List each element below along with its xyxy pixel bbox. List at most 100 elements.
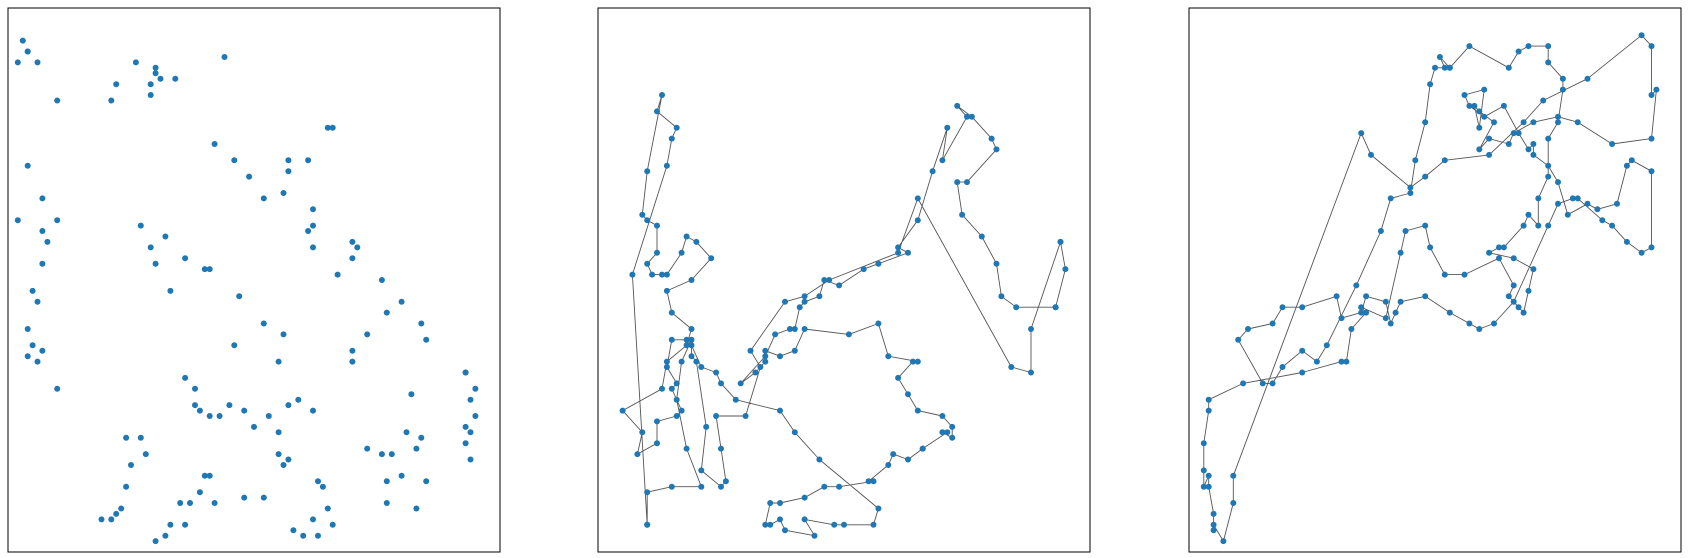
panel-tour-initial-point	[895, 249, 902, 256]
panel-tour-optimized-point	[1432, 64, 1438, 71]
panel-tour-optimized-point	[1584, 75, 1591, 82]
panel-tour-optimized-frame	[1188, 7, 1682, 553]
panel-scatter-point	[398, 472, 405, 479]
panel-tour-optimized-point	[1505, 64, 1512, 71]
panel-tour-initial-point	[659, 385, 665, 392]
panel-tour-optimized-point	[1471, 102, 1478, 109]
panel-tour-initial-point	[959, 211, 966, 218]
panel-tour-initial-point	[865, 478, 872, 485]
panel-scatter-point	[349, 238, 356, 245]
panel-tour-optimized-point	[1402, 228, 1409, 234]
panel-tour-optimized-point	[1638, 249, 1645, 256]
panel-tour-optimized-point	[1555, 179, 1561, 186]
panel-tour-optimized-point	[1466, 102, 1473, 109]
panel-tour-optimized-point	[1446, 309, 1453, 316]
panel-tour-optimized-point	[1574, 119, 1581, 126]
panel-tour-initial-point	[654, 249, 660, 256]
panel-tour-initial-point	[693, 358, 700, 365]
panel-tour-optimized-point	[1205, 407, 1212, 414]
panel-tour-optimized-point	[1545, 162, 1552, 169]
panel-scatter-point	[182, 374, 189, 381]
panel-tour-optimized-point	[1648, 244, 1655, 251]
panel-tour-optimized-point	[1461, 92, 1468, 98]
panel-tour-optimized-point	[1230, 500, 1237, 506]
panel-tour-initial-point	[688, 336, 695, 343]
panel-tour-initial-point	[791, 347, 798, 354]
panel-tour-initial-point	[668, 483, 675, 490]
panel-tour-initial-point	[663, 162, 670, 169]
panel-tour-optimized-point	[1525, 287, 1532, 294]
panel-tour-initial-point	[668, 309, 675, 316]
panel-tour-initial-point	[722, 478, 729, 485]
panel-tour-optimized-point	[1520, 119, 1527, 126]
panel-tour-initial-point	[772, 331, 779, 338]
panel-tour-initial-point	[978, 233, 985, 240]
panel-tour-optimized-point	[1200, 467, 1207, 474]
panel-tour-optimized-point	[1269, 380, 1276, 387]
panel-tour-initial-point	[836, 483, 843, 490]
panel-tour-initial-point	[939, 413, 946, 419]
panel-tour-optimized-point	[1382, 315, 1389, 322]
panel-tour-optimized-point	[1530, 141, 1537, 147]
panel-scatter-point	[364, 331, 371, 338]
panel-tour-initial-point	[663, 271, 670, 278]
panel-tour-optimized-point	[1348, 326, 1355, 332]
panel-scatter-point	[241, 407, 248, 414]
panel-tour-optimized-point	[1559, 86, 1566, 93]
panel-scatter-point	[275, 429, 282, 436]
panel-scatter-point-layer	[14, 37, 479, 545]
panel-scatter-point	[24, 162, 31, 169]
panel-tour-initial-point	[713, 413, 720, 419]
panel-tour-optimized-point-layer	[1200, 32, 1660, 545]
panel-tour-optimized-point	[1648, 43, 1655, 50]
panel-tour-initial-frame	[597, 7, 1091, 553]
panel-tour-initial-point	[801, 516, 808, 523]
panel-scatter-frame	[7, 7, 501, 553]
panel-tour-initial-point	[905, 391, 911, 398]
panel-scatter-point	[467, 456, 474, 463]
panel-scatter-point	[260, 494, 267, 501]
panel-tour-optimized-point	[1481, 113, 1488, 120]
panel-scatter-point	[324, 124, 331, 131]
panel-scatter-point	[472, 385, 479, 392]
panel-tour-optimized-point	[1599, 217, 1606, 224]
panel-tour-optimized-point	[1545, 222, 1552, 229]
panel-tour-initial-point	[654, 222, 660, 229]
panel-tour-optimized-point	[1436, 54, 1443, 60]
panel-tour-optimized-point	[1505, 141, 1512, 147]
panel-scatter-point	[34, 358, 41, 365]
panel-tour-initial-point	[914, 195, 921, 202]
panel-scatter-point	[260, 195, 267, 202]
panel-scatter-point	[162, 532, 169, 539]
panel-scatter-point	[24, 48, 31, 55]
panel-scatter-point	[329, 124, 336, 131]
panel-scatter-point	[108, 97, 115, 104]
panel-tour-optimized-point	[1422, 119, 1429, 126]
panel-scatter-point	[152, 538, 159, 545]
panel-tour-initial-point	[949, 434, 956, 441]
panel-tour-initial-point	[663, 358, 670, 365]
panel-tour-initial-point	[845, 331, 852, 338]
panel-scatter-point	[14, 217, 21, 224]
panel-tour-initial-point	[875, 260, 882, 267]
panel-scatter-point	[295, 396, 302, 403]
panel-scatter-point	[201, 472, 208, 479]
panel-scatter-point	[378, 451, 385, 458]
panel-scatter-point	[19, 37, 26, 44]
panel-scatter-point	[123, 434, 130, 441]
panel-tour-initial-point	[875, 505, 882, 512]
panel-tour-optimized-point	[1476, 124, 1483, 131]
panel-tour-optimized-point	[1530, 266, 1537, 273]
panel-tour-optimized-point	[1555, 119, 1561, 126]
panel-tour-optimized-point	[1555, 200, 1561, 207]
panel-scatter-point	[305, 157, 312, 164]
panel-tour-initial-point	[841, 521, 847, 528]
panel-tour-optimized-point	[1491, 320, 1497, 327]
panel-tour-initial-point	[909, 358, 916, 365]
panel-tour-optimized-point	[1210, 527, 1217, 534]
panel-tour-initial-point	[1013, 304, 1020, 311]
panel-tour-optimized-point	[1412, 157, 1419, 164]
panel-tour-optimized-point	[1510, 130, 1517, 137]
panel-scatter-point	[364, 445, 371, 452]
